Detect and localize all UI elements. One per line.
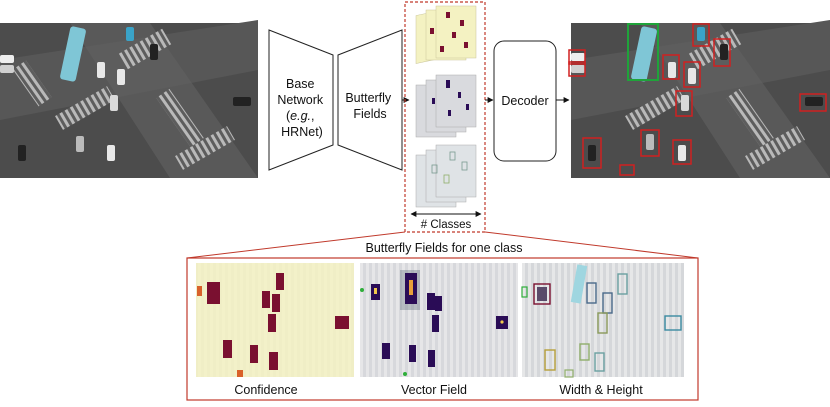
- base-network-block: Base Network (e.g., HRNet): [268, 29, 334, 171]
- zoom-connector-lines: [186, 231, 699, 259]
- base-network-label: Base Network (e.g., HRNet): [277, 77, 326, 139]
- width-height-layer-stack: [415, 144, 477, 208]
- butterfly-fields-label: Butterfly Fields: [345, 91, 394, 121]
- width-height-map: [521, 263, 684, 378]
- input-aerial-image: [0, 20, 258, 178]
- fields-stack-frame: [404, 1, 486, 233]
- detail-panel-frame: [186, 257, 699, 401]
- butterfly-fields-head: Butterfly Fields: [337, 29, 403, 171]
- decoder-label: Decoder: [501, 94, 548, 108]
- vector-field-map: [360, 263, 518, 377]
- vector-field-layer-stack: [415, 74, 477, 138]
- confidence-map: [196, 263, 354, 377]
- confidence-layer-stack: [415, 5, 477, 64]
- classes-bracket: # Classes: [410, 211, 482, 231]
- confidence-caption: Confidence: [234, 383, 297, 397]
- vector-field-caption: Vector Field: [401, 383, 467, 397]
- width-height-caption: Width & Height: [559, 383, 643, 397]
- decoder-block: Decoder: [493, 40, 557, 162]
- detection-bus-box: [627, 23, 659, 81]
- classes-label: # Classes: [421, 219, 472, 231]
- detail-panel-title: Butterfly Fields for one class: [365, 241, 522, 255]
- output-aerial-image: [568, 20, 830, 178]
